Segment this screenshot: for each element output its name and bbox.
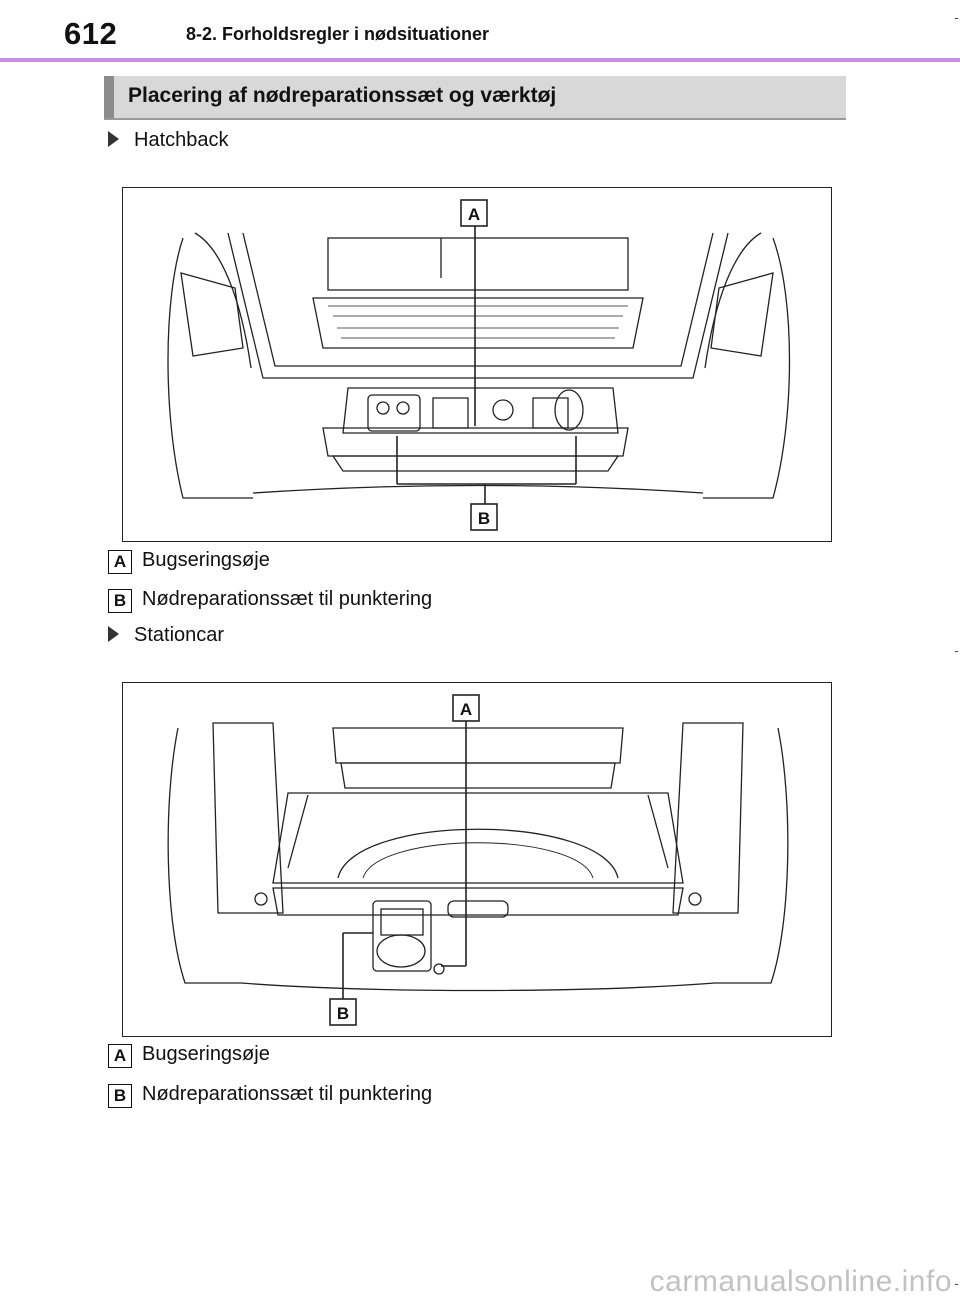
- stationcar-callout-b: B: [337, 1004, 349, 1023]
- legend-text: Nødreparationssæt til punktering: [142, 1083, 433, 1105]
- triangle-bullet-icon: [108, 626, 119, 642]
- hatchback-illustration: A B: [122, 187, 832, 542]
- legend-tag: A: [108, 1044, 132, 1068]
- crop-mark: [955, 18, 958, 19]
- stationcar-trunk-drawing: A B: [167, 694, 789, 1026]
- section-title: Placering af nødreparationssæt og værktø…: [128, 84, 557, 107]
- legend-tag: A: [108, 550, 132, 574]
- variant-heading-hatchback: Hatchback: [108, 129, 229, 152]
- variant-heading-stationcar: Stationcar: [108, 624, 224, 647]
- legend-tag: B: [108, 589, 132, 613]
- hatchback-callout-b: B: [478, 509, 490, 528]
- legend-text: Bugseringsøje: [142, 549, 270, 571]
- legend-tag: B: [108, 1084, 132, 1108]
- stationcar-illustration: A B: [122, 682, 832, 1037]
- variant-heading-label: Stationcar: [134, 624, 225, 646]
- hatchback-callout-a: A: [468, 205, 480, 224]
- hatchback-trunk-drawing: A B: [167, 199, 791, 531]
- stationcar-callout-a: A: [460, 700, 472, 719]
- legend-text: Bugseringsøje: [142, 1043, 270, 1065]
- watermark: carmanualsonline.info: [649, 1265, 952, 1298]
- stationcar-legend-a: A Bugseringsøje: [108, 1043, 270, 1068]
- stationcar-legend-b: B Nødreparationssæt til punktering: [108, 1083, 432, 1108]
- section-heading-box: Placering af nødreparationssæt og værktø…: [104, 76, 846, 120]
- chapter-title: 8-2. Forholdsregler i nødsituationer: [186, 24, 490, 44]
- variant-heading-label: Hatchback: [134, 129, 229, 151]
- header-rule: [0, 58, 960, 62]
- section-heading-bar: [104, 76, 114, 118]
- legend-text: Nødreparationssæt til punktering: [142, 588, 433, 610]
- triangle-bullet-icon: [108, 131, 119, 147]
- hatchback-legend-b: B Nødreparationssæt til punktering: [108, 588, 432, 613]
- crop-mark: [955, 651, 958, 652]
- crop-mark: [955, 1284, 958, 1285]
- hatchback-legend-a: A Bugseringsøje: [108, 549, 270, 574]
- page-number: 612: [64, 16, 118, 51]
